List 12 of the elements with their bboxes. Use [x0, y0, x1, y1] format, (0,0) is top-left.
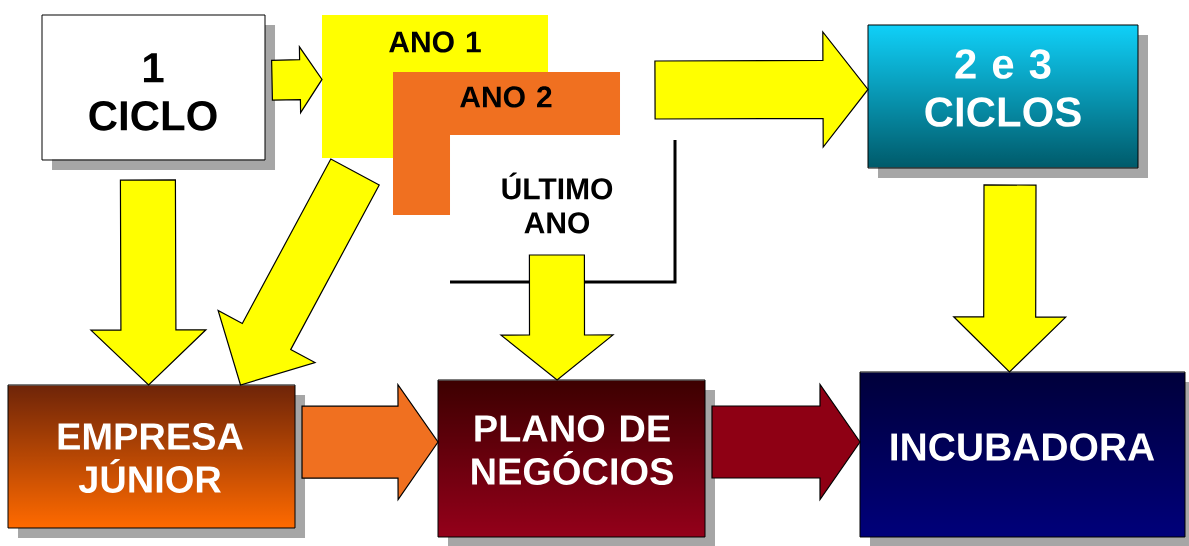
block-arrow [654, 30, 869, 149]
process-box: 2 e 3 CICLOS [867, 24, 1148, 178]
process-box: 1 CICLO [41, 14, 275, 170]
block-arrow [271, 44, 323, 115]
block-arrow [952, 184, 1068, 373]
block-arrow [499, 254, 615, 381]
block-arrow [301, 382, 439, 502]
process-box: EMPRESA JÚNIOR [7, 384, 305, 538]
block-arrow [89, 179, 208, 386]
block-arrow [711, 382, 861, 502]
process-box: PLANO DE NEGÓCIOS [437, 379, 715, 546]
process-box: INCUBADORA [859, 371, 1189, 546]
